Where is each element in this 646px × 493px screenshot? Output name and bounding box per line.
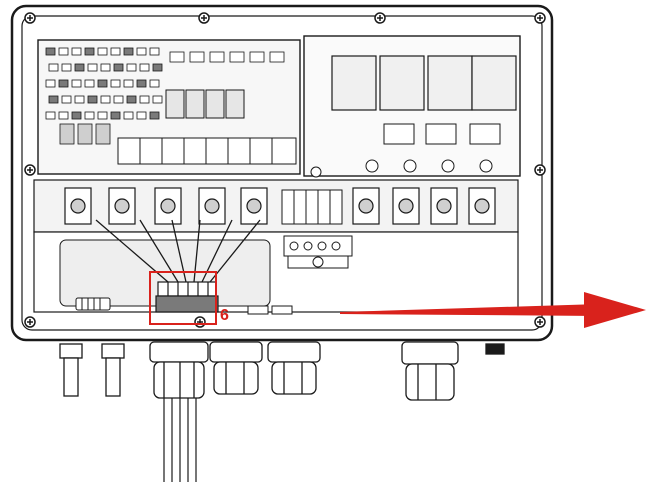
board-component <box>45 79 56 88</box>
terminal-screw <box>436 198 452 214</box>
board-component <box>77 123 93 145</box>
cable-glands <box>59 341 505 401</box>
screw-slot <box>537 167 543 173</box>
board-component <box>71 47 82 56</box>
lower-compartment <box>33 231 519 315</box>
callout-label: 6 <box>220 307 229 324</box>
board-component <box>58 111 69 120</box>
screw-slot <box>537 319 543 325</box>
screw-slot <box>201 15 207 21</box>
board-component <box>58 47 69 56</box>
enclosure-screws <box>24 12 546 328</box>
gland-3 <box>267 341 321 395</box>
screw-slot <box>27 167 33 173</box>
power-board <box>303 35 521 178</box>
board-component <box>126 63 137 72</box>
board-component <box>84 111 95 120</box>
pv-connectors <box>59 343 125 397</box>
board-component <box>61 95 72 104</box>
board-component <box>123 79 134 88</box>
terminal-screw <box>358 198 374 214</box>
terminal-screw <box>474 198 490 214</box>
board-component <box>209 51 225 63</box>
board-component <box>229 51 245 63</box>
board-component <box>139 63 150 72</box>
board-component <box>110 47 121 56</box>
board-component <box>59 123 75 145</box>
capacitor-blocks <box>331 55 517 111</box>
board-component <box>249 51 265 63</box>
board-component <box>100 95 111 104</box>
board-component <box>87 63 98 72</box>
board-component <box>95 123 111 145</box>
board-component <box>136 79 147 88</box>
board-component <box>149 79 160 88</box>
callout-highlight-box <box>149 271 217 325</box>
board-component <box>110 79 121 88</box>
board-component <box>169 51 185 63</box>
board-component <box>97 111 108 120</box>
terminal-block <box>281 189 343 225</box>
terminal-row <box>33 179 519 233</box>
board-component <box>71 111 82 120</box>
board-component <box>189 51 205 63</box>
board-component <box>113 95 124 104</box>
gland-4 <box>401 341 459 401</box>
board-component <box>97 79 108 88</box>
exiting-cables <box>163 398 197 482</box>
board-component <box>123 111 134 120</box>
terminal-screw <box>398 198 414 214</box>
board-component <box>152 95 163 104</box>
board-component <box>58 79 69 88</box>
board-component <box>48 95 59 104</box>
board-component <box>126 95 137 104</box>
board-component <box>152 63 163 72</box>
board-component <box>45 47 56 56</box>
board-component <box>74 63 85 72</box>
board-component <box>87 95 98 104</box>
board-component <box>149 111 160 120</box>
control-board <box>37 39 301 175</box>
board-component <box>139 95 150 104</box>
screw-slot <box>27 15 33 21</box>
board-component <box>84 47 95 56</box>
board-component <box>149 47 160 56</box>
cable-connector <box>155 281 219 313</box>
board-component <box>136 111 147 120</box>
board-component <box>113 63 124 72</box>
gland-1 <box>149 341 209 399</box>
board-component <box>136 47 147 56</box>
board-component <box>110 111 121 120</box>
board-component <box>74 95 85 104</box>
board-component <box>269 51 285 63</box>
power-modules <box>383 123 501 145</box>
ground-bar <box>283 235 353 269</box>
screw-slot <box>377 15 383 21</box>
board-component <box>48 63 59 72</box>
callout-6: 6 <box>149 271 229 325</box>
direction-arrow <box>340 292 646 328</box>
gland-2 <box>209 341 263 395</box>
screw-slot <box>537 15 543 21</box>
terminal-screw <box>204 198 220 214</box>
board-component <box>97 47 108 56</box>
board-component <box>84 79 95 88</box>
cable-clip <box>75 297 111 311</box>
board-component <box>45 111 56 120</box>
relay-bank <box>165 89 245 119</box>
terminal-screw <box>160 198 176 214</box>
connector-strip <box>117 137 297 165</box>
board-component <box>71 79 82 88</box>
terminal-screw <box>114 198 130 214</box>
terminal-screw <box>70 198 86 214</box>
terminal-screw <box>246 198 262 214</box>
small-screw-heads <box>310 159 493 178</box>
board-component <box>61 63 72 72</box>
screw-slot <box>27 319 33 325</box>
board-component <box>123 47 134 56</box>
board-component <box>100 63 111 72</box>
